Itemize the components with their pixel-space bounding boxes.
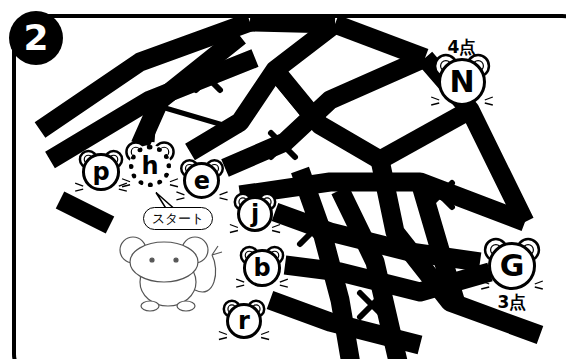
mouse-letter: N xyxy=(449,67,474,97)
whisker xyxy=(122,179,130,187)
whisker xyxy=(485,97,493,105)
route-arrow xyxy=(152,75,394,204)
speech-bubble: スタート xyxy=(143,207,213,230)
mouse-letter: p xyxy=(92,160,109,184)
points-label: 4点 xyxy=(448,36,477,59)
whisker xyxy=(272,225,280,233)
whisker xyxy=(535,281,543,289)
whisker xyxy=(176,192,184,200)
points-label: 3点 xyxy=(498,291,527,314)
badge-number: 2 xyxy=(23,20,48,56)
whisker xyxy=(280,279,288,287)
mouse-circle: 4点N xyxy=(438,58,486,106)
whisker xyxy=(219,332,227,340)
mouse-sketch xyxy=(120,237,222,311)
mouse-letter: h xyxy=(141,154,158,178)
mouse-circle: r xyxy=(226,303,262,339)
mouse-letter: G xyxy=(500,251,525,281)
start-label: スタート xyxy=(152,212,204,225)
whisker xyxy=(236,279,244,287)
mouse-circle: j xyxy=(237,196,273,232)
whisker xyxy=(230,225,238,233)
mouse-letter: b xyxy=(253,256,270,280)
whisker xyxy=(261,332,269,340)
frame xyxy=(14,16,566,359)
whisker xyxy=(220,192,228,200)
mouse-circle: h xyxy=(129,145,171,187)
maze-corridors xyxy=(40,22,540,359)
whisker xyxy=(75,183,83,191)
mouse-letter: j xyxy=(251,202,259,226)
whisker xyxy=(431,97,439,105)
blocked-marks xyxy=(196,66,452,317)
whisker xyxy=(481,281,489,289)
mouse-letter: e xyxy=(194,169,210,193)
whisker xyxy=(170,179,178,187)
puzzle-number-badge: 2 xyxy=(9,11,63,65)
mouse-circle: G3点 xyxy=(488,242,536,290)
mouse-letter: r xyxy=(238,309,250,333)
mouse-circle: b xyxy=(243,249,281,287)
mouse-circle: p xyxy=(82,153,120,191)
